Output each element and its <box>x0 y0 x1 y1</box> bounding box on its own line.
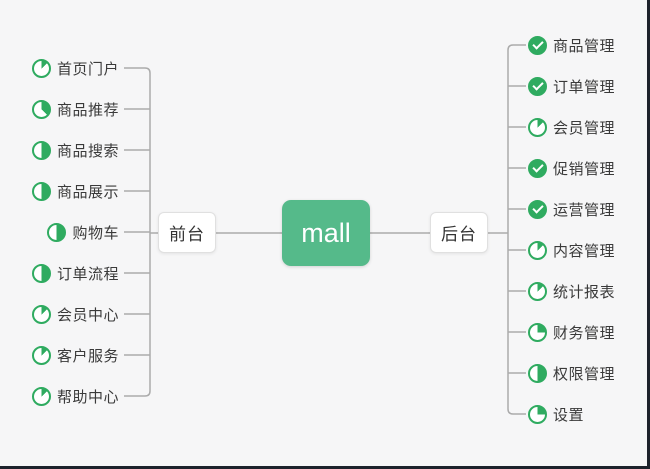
topic-label: 订单流程 <box>56 265 119 283</box>
topic-label: 内容管理 <box>553 242 616 260</box>
topic-item[interactable]: 订单流程 <box>31 262 119 284</box>
topic-item[interactable]: 统计报表 <box>528 280 615 302</box>
topic-item[interactable]: 客户服务 <box>31 344 119 366</box>
progress-icon <box>528 281 547 301</box>
progress-icon <box>31 140 51 160</box>
topic-item[interactable]: 购物车 <box>47 221 119 243</box>
topic-label: 财务管理 <box>553 324 616 342</box>
progress-icon <box>31 263 51 283</box>
topic-label: 会员中心 <box>56 306 119 324</box>
topic-label: 运营管理 <box>553 201 616 219</box>
topic-label: 帮助中心 <box>56 388 119 406</box>
topic-label: 商品推荐 <box>56 101 119 119</box>
topic-label: 商品搜索 <box>56 142 119 160</box>
topic-label: 客户服务 <box>56 347 119 365</box>
topic-item[interactable]: 商品搜索 <box>31 139 119 161</box>
progress-icon <box>528 117 547 137</box>
progress-icon <box>528 35 547 55</box>
topic-label: 统计报表 <box>553 283 616 301</box>
topic-label: 设置 <box>553 406 585 424</box>
topic-item[interactable]: 权限管理 <box>528 362 615 384</box>
progress-icon <box>31 99 51 119</box>
topic-label: 购物车 <box>72 224 119 242</box>
topic-item[interactable]: 内容管理 <box>528 239 615 261</box>
topic-item[interactable]: 促销管理 <box>528 157 615 179</box>
progress-icon <box>528 158 547 178</box>
progress-icon <box>31 386 51 406</box>
topic-label: 权限管理 <box>553 365 616 383</box>
topic-label: 会员管理 <box>553 119 616 137</box>
progress-icon <box>528 199 547 219</box>
branch-node-frontend[interactable]: 前台 <box>158 212 216 253</box>
topic-item[interactable]: 运营管理 <box>528 198 615 220</box>
topic-item[interactable]: 会员中心 <box>31 303 119 325</box>
topic-label: 促销管理 <box>553 160 616 178</box>
progress-icon <box>528 404 547 424</box>
branch-node-backend[interactable]: 后台 <box>430 212 488 253</box>
topic-item[interactable]: 首页门户 <box>31 57 119 79</box>
progress-icon <box>31 304 51 324</box>
topic-item[interactable]: 会员管理 <box>528 116 615 138</box>
topic-label: 订单管理 <box>553 78 616 96</box>
topic-item[interactable]: 设置 <box>528 403 584 425</box>
progress-icon <box>528 240 547 260</box>
topic-label: 商品展示 <box>56 183 119 201</box>
progress-icon <box>47 222 67 242</box>
topic-item[interactable]: 商品管理 <box>528 34 615 56</box>
progress-icon <box>528 322 547 342</box>
root-topic-mall[interactable]: mall <box>282 200 370 266</box>
progress-icon <box>528 363 547 383</box>
topic-item[interactable]: 财务管理 <box>528 321 615 343</box>
topic-label: 首页门户 <box>56 60 119 78</box>
progress-icon <box>31 345 51 365</box>
topic-item[interactable]: 商品展示 <box>31 180 119 202</box>
topic-item[interactable]: 订单管理 <box>528 75 615 97</box>
topic-item[interactable]: 帮助中心 <box>31 385 119 407</box>
topic-label: 商品管理 <box>553 37 616 55</box>
progress-icon <box>31 58 51 78</box>
topic-item[interactable]: 商品推荐 <box>31 98 119 120</box>
progress-icon <box>31 181 51 201</box>
progress-icon <box>528 76 547 96</box>
